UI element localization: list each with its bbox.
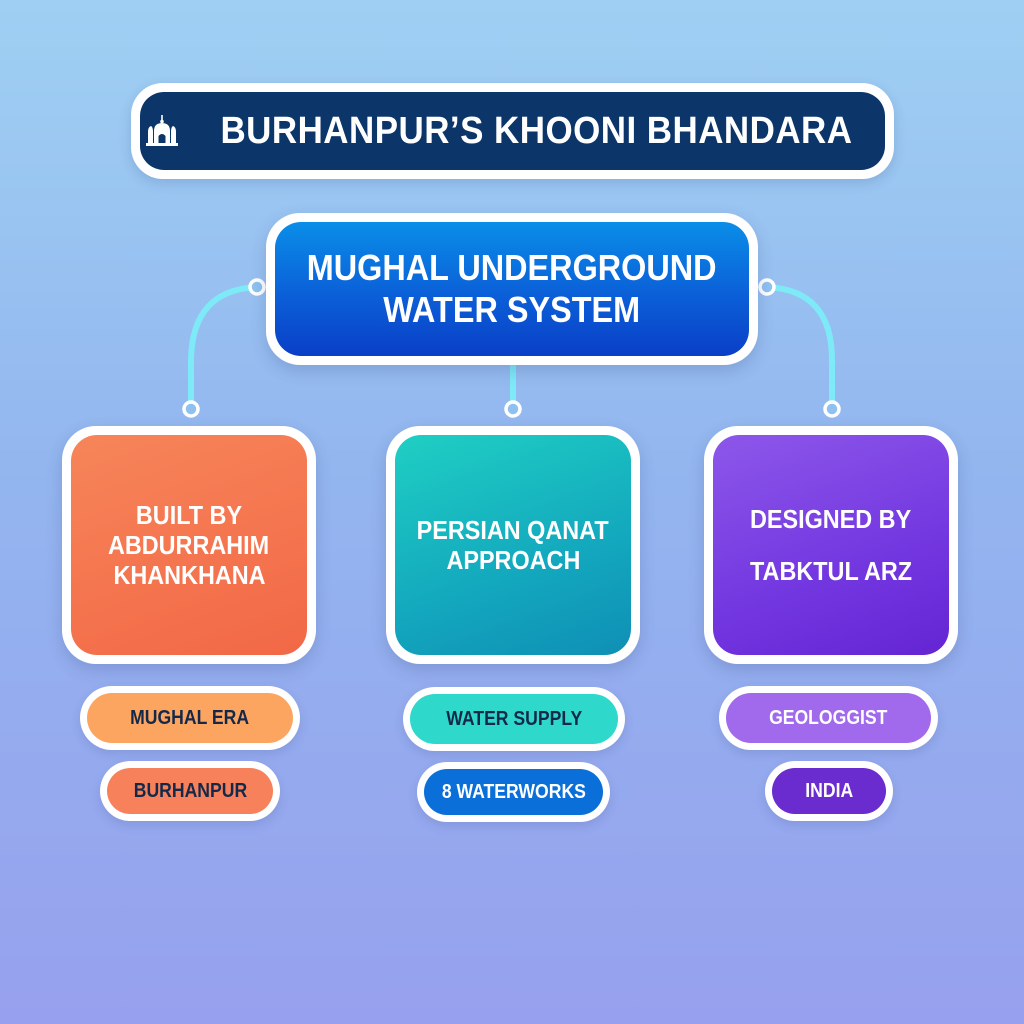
- tag-pill-inner: INDIA: [772, 768, 886, 814]
- tag-pill-water-supply: WATER SUPPLY: [403, 687, 625, 751]
- tag-label: BURHANPUR: [133, 779, 247, 802]
- branch-card-line: APPROACH: [446, 545, 580, 575]
- tag-pill-inner: BURHANPUR: [107, 768, 273, 814]
- tag-label: INDIA: [805, 779, 853, 802]
- central-node-line: WATER SYSTEM: [383, 289, 641, 330]
- tag-pill-inner: 8 WATERWORKS: [424, 769, 603, 815]
- tag-pill-india: INDIA: [765, 761, 893, 821]
- branch-card-line: BUILT BY: [135, 500, 243, 530]
- central-node-inner: MUGHAL UNDERGROUND WATER SYSTEM: [275, 222, 749, 356]
- branch-card-line: PERSIAN QANAT: [417, 515, 609, 545]
- connector-node: [823, 400, 841, 418]
- tag-pill-geologgist: GEOLOGGIST: [719, 686, 938, 750]
- tag-label: WATER SUPPLY: [446, 707, 582, 730]
- branch-card-line: KHANKHANA: [112, 560, 266, 590]
- central-node: MUGHAL UNDERGROUND WATER SYSTEM: [266, 213, 758, 365]
- tag-pill-inner: GEOLOGGIST: [726, 693, 931, 743]
- connector-node: [758, 278, 776, 296]
- tag-label: 8 WATERWORKS: [441, 780, 586, 803]
- title-banner: BURHANPUR’S KHOONI BHANDARA: [131, 83, 894, 179]
- branch-card-inner: BUILT BY ABDURRAHIM KHANKHANA: [71, 435, 307, 655]
- branch-card-line: DESIGNED BY: [750, 504, 912, 534]
- tag-pill-inner: MUGHAL ERA: [87, 693, 293, 743]
- connector-right: [764, 284, 835, 411]
- branch-card-designer: DESIGNED BY TABKTUL ARZ: [704, 426, 958, 664]
- branch-card-inner: DESIGNED BY TABKTUL ARZ: [713, 435, 949, 655]
- connector-node: [182, 400, 200, 418]
- tag-pill-mughal-era: MUGHAL ERA: [80, 686, 300, 750]
- tag-pill-burhanpur: BURHANPUR: [100, 761, 280, 821]
- title-banner-inner: BURHANPUR’S KHOONI BHANDARA: [140, 92, 885, 170]
- branch-card-line: TABKTUL ARZ: [749, 556, 913, 586]
- tag-pill-inner: WATER SUPPLY: [410, 694, 618, 744]
- branch-card-approach: PERSIAN QANAT APPROACH: [386, 426, 640, 664]
- connector-node: [248, 278, 266, 296]
- central-node-line: MUGHAL UNDERGROUND: [307, 247, 717, 288]
- mosque-dome-icon: [146, 115, 179, 146]
- page-title: BURHANPUR’S KHOONI BHANDARA: [220, 109, 853, 152]
- branch-card-inner: PERSIAN QANAT APPROACH: [395, 435, 631, 655]
- connector-node: [504, 400, 522, 418]
- tag-label: MUGHAL ERA: [130, 706, 250, 729]
- branch-card-line: ABDURRAHIM: [108, 530, 270, 560]
- connector-left: [188, 284, 260, 411]
- tag-pill-8-waterworks: 8 WATERWORKS: [417, 762, 610, 822]
- tag-label: GEOLOGGIST: [769, 706, 888, 729]
- branch-card-builder: BUILT BY ABDURRAHIM KHANKHANA: [62, 426, 316, 664]
